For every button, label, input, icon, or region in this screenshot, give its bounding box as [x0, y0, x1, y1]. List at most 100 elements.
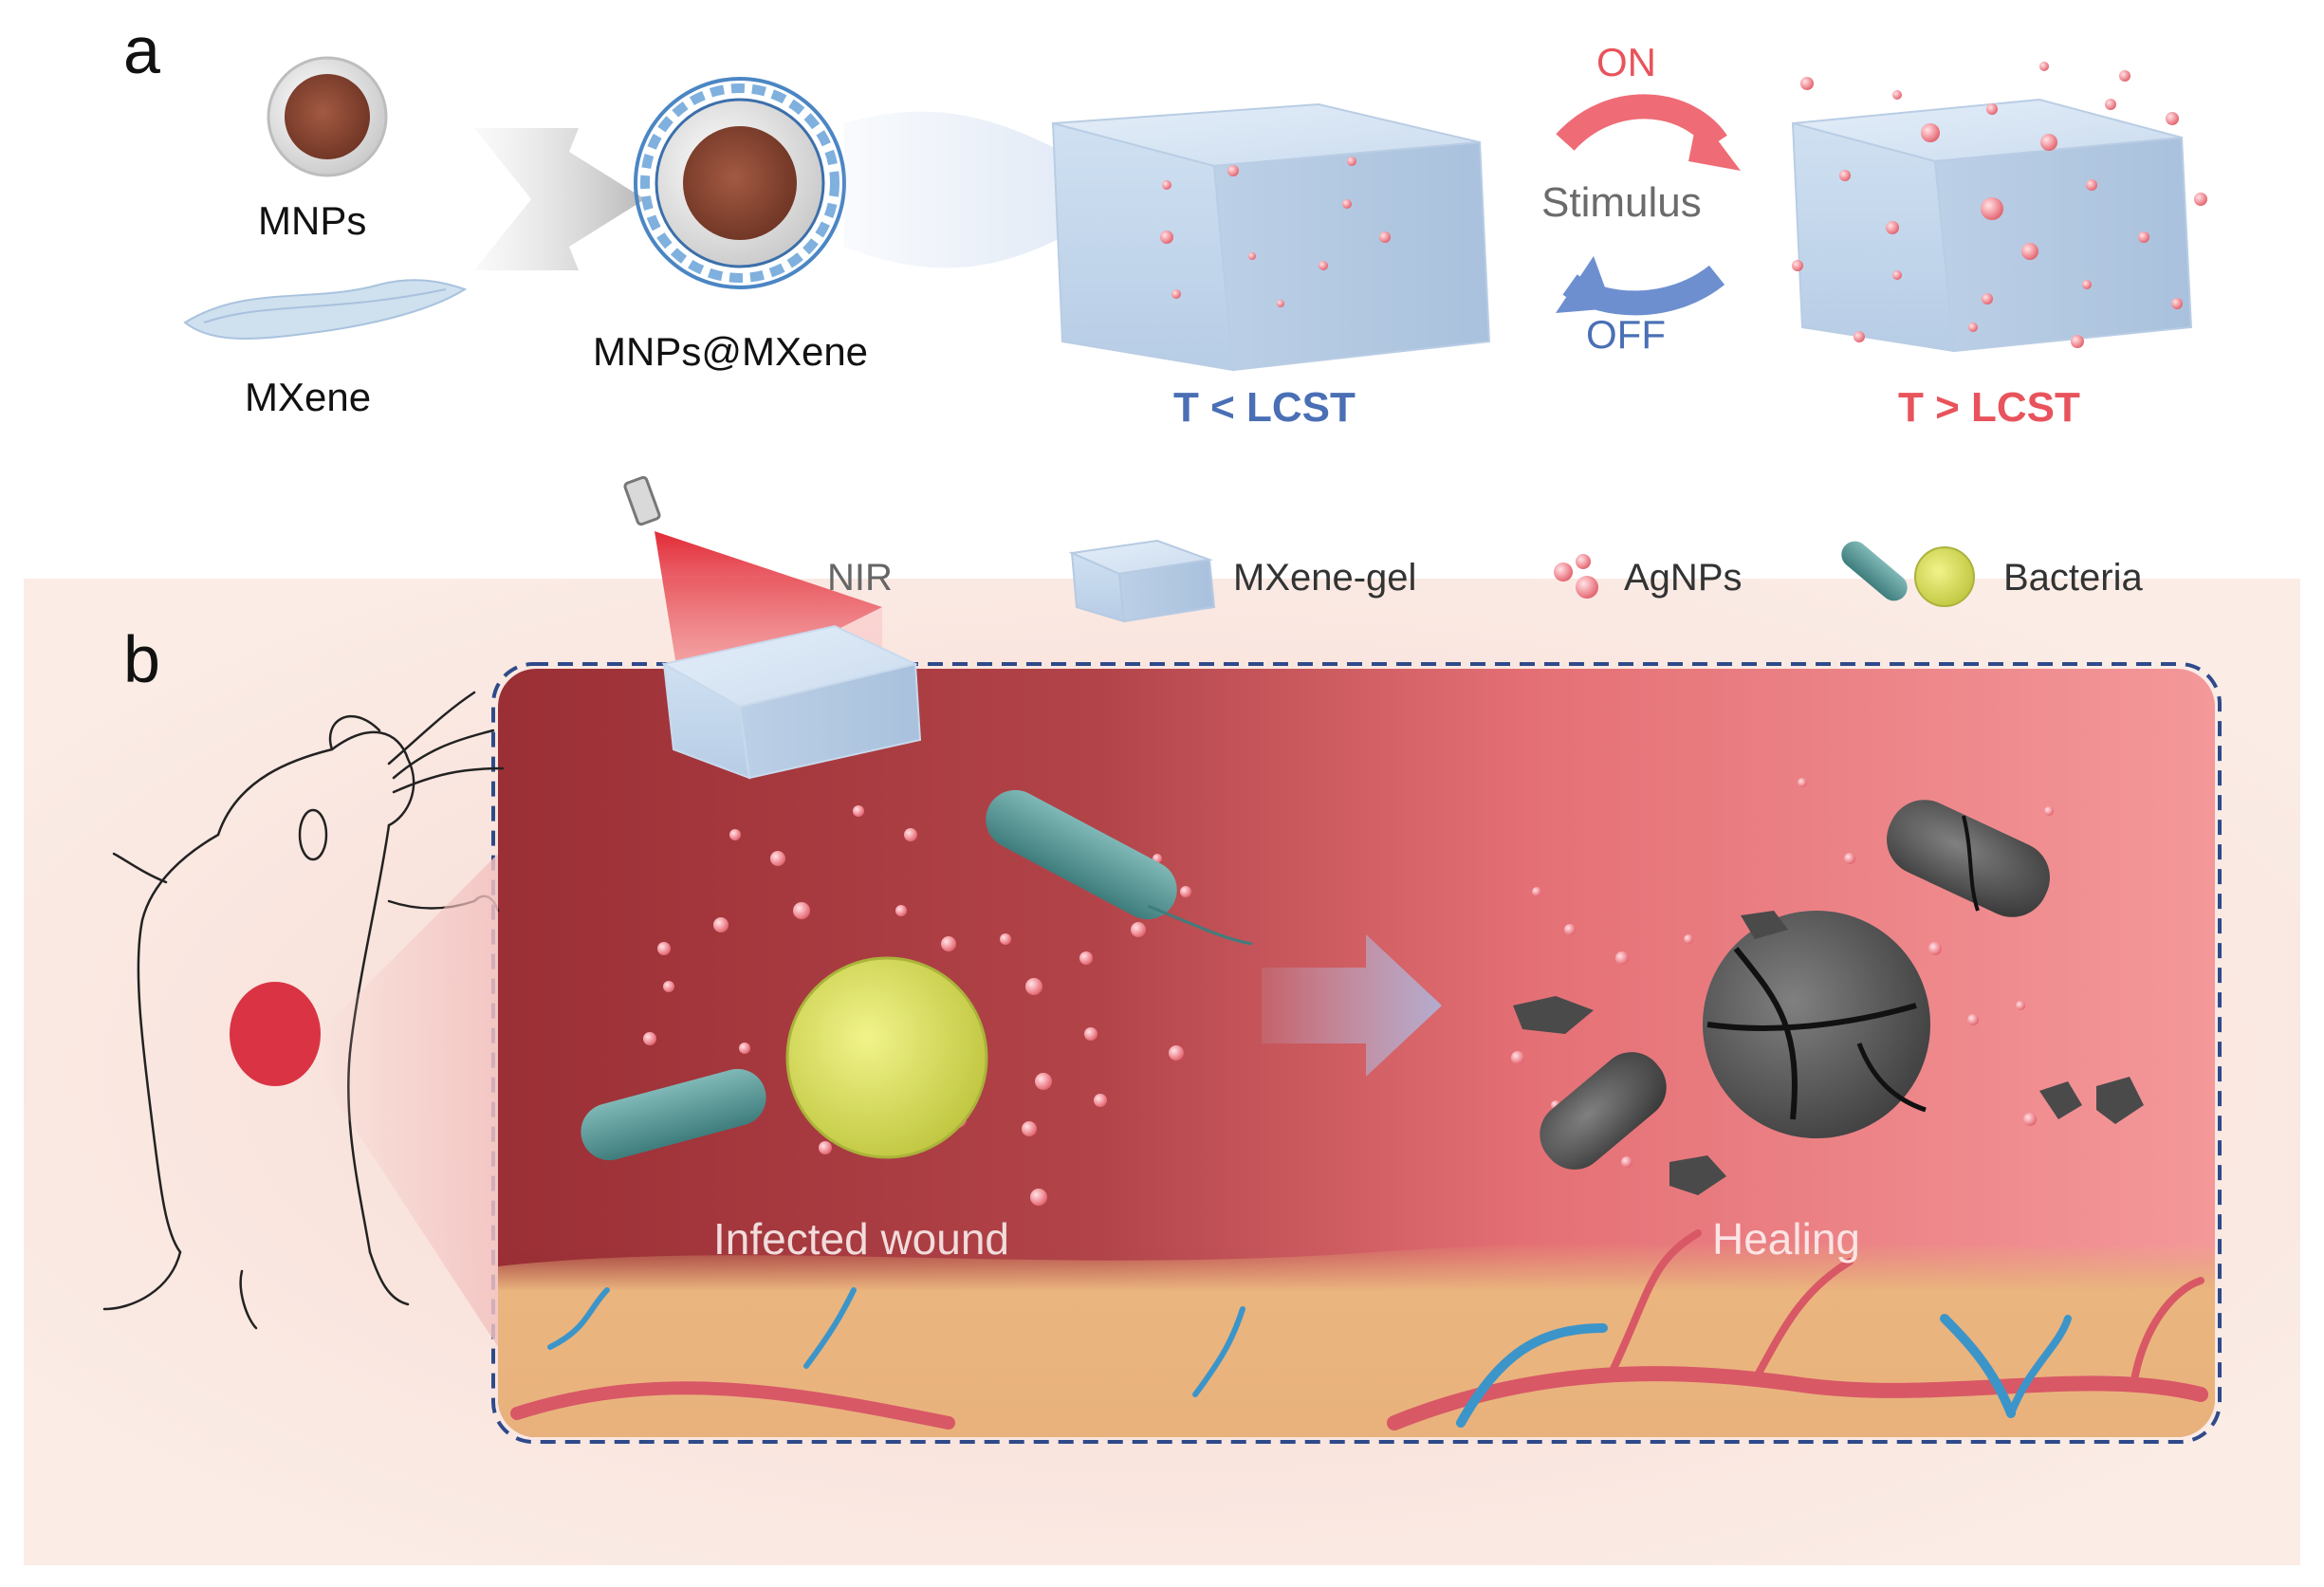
agnp-particle [1094, 1094, 1107, 1107]
agnp-particle [1982, 293, 1993, 304]
agnp-particle [2044, 806, 2054, 816]
infected-wound-label: Infected wound [713, 1214, 1010, 1264]
agnp-particle [1169, 1045, 1184, 1061]
mnps-mxene-particle [634, 77, 846, 289]
agnp-particle [1921, 123, 1940, 142]
agnp-particle [941, 936, 956, 951]
agnp-particle [729, 829, 741, 840]
agnp-particle [1928, 942, 1942, 955]
agnp-particle [904, 828, 917, 841]
legend-nir-label: NIR [827, 557, 893, 599]
agnp-particle [2021, 243, 2038, 260]
agnp-particle [2040, 134, 2057, 151]
gel-cold-particles [1160, 157, 1391, 307]
legend-gel-icon [1068, 539, 1216, 623]
agnp-particle [1000, 933, 1011, 945]
agnp-particle [643, 1032, 656, 1045]
live-rod-bacterium-1 [986, 789, 1253, 946]
agnp-particle [1084, 1027, 1097, 1041]
agnp-particle [1342, 199, 1352, 209]
agnp-particle [770, 851, 785, 866]
agnp-particle [2105, 99, 2116, 110]
dead-rod-bacterium-2 [1540, 1052, 1667, 1170]
agnp-particle [2138, 231, 2149, 243]
gel-applied [661, 624, 922, 780]
agnp-particle [657, 942, 671, 955]
synthesis-arrow [474, 128, 645, 270]
agnp-particle [2016, 1001, 2025, 1010]
agnp-particle [1180, 886, 1191, 897]
agnp-particle [1892, 90, 1902, 100]
mnp-particle [267, 56, 388, 177]
agnp-particle [2071, 335, 2084, 348]
legend-bacteria-icon [1841, 541, 1975, 607]
legend-gel-label: MXene-gel [1233, 557, 1417, 599]
agnp-particle [1981, 197, 2003, 220]
agnp-particle [1564, 924, 1576, 935]
mnps-mxene-label: MNPs@MXene [593, 329, 869, 374]
zoom-fan [844, 111, 1062, 268]
blood-vessels [510, 1229, 2208, 1430]
cold-state-label: T < LCST [1173, 384, 1356, 431]
gel-hot [1791, 98, 2193, 353]
agnp-particle [2039, 62, 2049, 71]
agnp-particle [1319, 261, 1328, 270]
legend-agnps-icon [1554, 554, 1598, 599]
zoom-cone [318, 854, 498, 1347]
panel-b-letter: b [123, 622, 160, 696]
agnp-particle [713, 917, 729, 932]
agnp-particle [1022, 1121, 1037, 1136]
agnp-particle [1079, 951, 1093, 965]
agnp-particle [739, 1043, 750, 1054]
gel-cold [1051, 102, 1491, 372]
agnp-particle [793, 902, 810, 919]
agnp-particle [2082, 280, 2092, 289]
agnp-particle [2119, 70, 2130, 82]
bacterial-debris [1513, 911, 2144, 1195]
agnp-particle [1248, 252, 1256, 260]
agnp-particle [1025, 978, 1042, 995]
agnp-particle [1227, 165, 1239, 176]
agnp-particle [663, 981, 674, 992]
agnp-particle [1684, 934, 1693, 944]
healing-label: Healing [1712, 1214, 1860, 1264]
live-rod-bacterium-2 [581, 1068, 766, 1161]
healing-arrow [1262, 934, 1442, 1077]
mxene-sheet [183, 279, 468, 340]
agnp-particle [1968, 323, 1978, 332]
panel-a-letter: a [123, 13, 160, 87]
gel-hot-particles [1792, 62, 2207, 348]
off-label: OFF [1586, 312, 1666, 357]
mouse-wound [230, 982, 321, 1086]
agnp-particle [1967, 1014, 1979, 1025]
agnp-particle [1035, 1073, 1052, 1090]
live-cocci-bacterium [785, 956, 988, 1159]
agnp-particle [1131, 922, 1146, 937]
agnp-particle [1277, 300, 1284, 307]
agnp-particle [1892, 270, 1902, 280]
agnp-particle [1886, 221, 1899, 234]
hot-state-label: T > LCST [1898, 384, 2080, 431]
agnp-particle [1621, 1156, 1632, 1168]
agnp-particle [1800, 77, 1814, 90]
agnp-particle [1844, 853, 1855, 864]
on-label: ON [1596, 40, 1656, 84]
legend-bacteria-label: Bacteria [2003, 557, 2143, 599]
agnp-particle [819, 1141, 832, 1154]
agnp-particle [1379, 231, 1391, 243]
agnp-particle [1347, 157, 1356, 166]
agnp-particle [2023, 1113, 2037, 1126]
legend-agnps-label: AgNPs [1624, 557, 1743, 599]
agnp-particle [1511, 1051, 1524, 1064]
agnp-particle [1160, 231, 1173, 244]
agnp-particle [1171, 289, 1181, 299]
dead-rod-bacterium-1 [1887, 800, 2050, 917]
agnp-particle [1839, 170, 1851, 181]
mnps-label: MNPs [258, 198, 367, 243]
agnp-particle [1854, 331, 1865, 342]
agnp-particle [2194, 193, 2207, 206]
agnp-particle [1532, 887, 1541, 896]
agnp-particle [1030, 1189, 1047, 1206]
